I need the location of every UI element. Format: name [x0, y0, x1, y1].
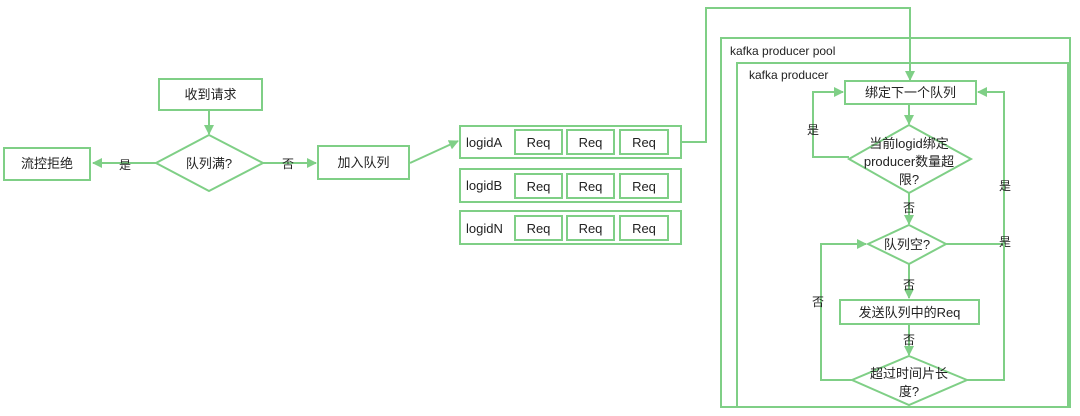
queue-logid-n: logidN Req Req Req [459, 210, 682, 245]
queue-empty-label: 队列空? [884, 237, 930, 252]
queue-b-req-1-label: Req [527, 179, 551, 194]
edge-binding-exceeded-yes [812, 87, 849, 158]
queue-logid-b: logidB Req Req Req [459, 168, 682, 203]
edge-label-timeslice-no: 否 [812, 295, 824, 309]
queue-n-req-3 [619, 215, 669, 241]
queue-b-req-3-label: Req [632, 179, 656, 194]
queue-logid-a: logidA Req Req Req [459, 125, 682, 159]
queue-n-req-1-label: Req [527, 221, 551, 236]
add-to-queue-label: 加入队列 [337, 155, 389, 170]
queue-full-decision: 队列满? [153, 133, 266, 193]
queue-b-req-1 [514, 173, 563, 199]
queue-n-req-2 [566, 215, 615, 241]
send-req-label: 发送队列中的Req [859, 305, 961, 320]
edge-label-queue-full-no: 否 [282, 157, 294, 171]
queue-a-req-2-label: Req [579, 135, 603, 150]
kafka-producer-container: kafka producer [736, 62, 1069, 408]
send-req-node: 发送队列中的Req [839, 299, 980, 325]
bind-next-queue-node: 绑定下一个队列 [844, 80, 977, 105]
receive-request-label: 收到请求 [184, 87, 236, 102]
binding-exceeded-decision: 当前logid绑定 producer数量超 限? [846, 123, 974, 195]
queue-a-req-3 [619, 129, 669, 155]
rate-limit-reject-node: 流控拒绝 [3, 147, 91, 181]
queue-b-req-2 [566, 173, 615, 199]
kafka-producer-pool-label: kafka producer pool [730, 44, 835, 58]
queue-a-req-1-label: Req [527, 135, 551, 150]
queue-a-req-2 [566, 129, 615, 155]
queue-empty-decision: 队列空? [865, 223, 949, 266]
edge-label-binding-no: 否 [903, 201, 915, 215]
edge-label-right-yes-lower: 是 [999, 235, 1011, 249]
kafka-producer-label: kafka producer [749, 68, 828, 82]
queue-n-name: logidN [466, 221, 503, 236]
edge-queue-a-to-bind [682, 7, 915, 143]
queue-n-req-3-label: Req [632, 221, 656, 236]
binding-exceeded-line2: producer数量超 [864, 154, 954, 169]
receive-request-node: 收到请求 [158, 78, 263, 111]
edge-label-queue-empty-no: 否 [903, 278, 915, 292]
rate-limit-reject-label: 流控拒绝 [21, 156, 73, 171]
edge-timeslice-yes [967, 244, 1005, 381]
edge-timeslice-no [820, 239, 867, 381]
queue-full-label: 队列满? [186, 156, 232, 171]
add-to-queue-node: 加入队列 [317, 145, 410, 180]
queue-b-req-3 [619, 173, 669, 199]
binding-exceeded-line3: 限? [899, 172, 919, 187]
queue-b-name: logidB [466, 178, 502, 193]
edge-label-right-yes-upper: 是 [999, 179, 1011, 193]
edge-label-send-no: 否 [903, 333, 915, 347]
edge-add-to-queue-a [409, 140, 459, 164]
bind-next-queue-label: 绑定下一个队列 [865, 85, 956, 100]
queue-n-req-1 [514, 215, 563, 241]
timeslice-exceeded-decision: 超过时间片长 度? [849, 354, 970, 407]
queue-a-req-3-label: Req [632, 135, 656, 150]
edge-label-queue-full-yes: 是 [119, 158, 131, 172]
queue-a-name: logidA [466, 135, 502, 150]
edge-queue-empty-yes [945, 87, 1005, 245]
queue-b-req-2-label: Req [579, 179, 603, 194]
edge-label-binding-yes: 是 [807, 123, 819, 137]
timeslice-line1: 超过时间片长 [870, 366, 948, 381]
binding-exceeded-line1: 当前logid绑定 [869, 136, 948, 151]
queue-n-req-2-label: Req [579, 221, 603, 236]
timeslice-line2: 度? [899, 384, 919, 399]
queue-a-req-1 [514, 129, 563, 155]
